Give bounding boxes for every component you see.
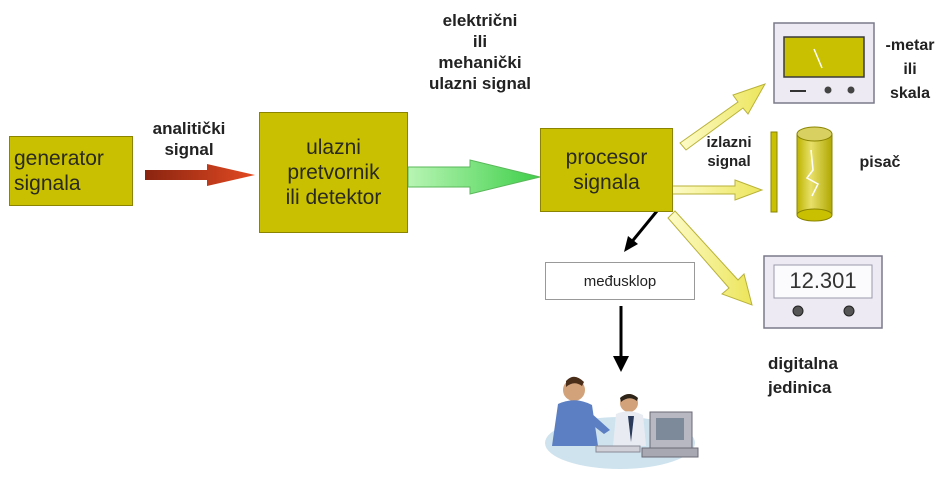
output-arrow-to-recorder xyxy=(671,179,764,201)
digital-unit-line-2: jedinica xyxy=(768,378,832,397)
arrowhead-to-user xyxy=(613,356,629,372)
input-signal-arrow xyxy=(407,159,541,195)
recorder-icon xyxy=(796,126,833,222)
recorder-label: pisač xyxy=(859,154,901,171)
output-signal-label: izlazni signal xyxy=(694,133,764,171)
generator-label-line-2: signala xyxy=(14,172,81,195)
analytical-signal-arrow xyxy=(145,164,255,186)
output-signal-bar xyxy=(770,131,778,213)
meter-icon xyxy=(773,22,875,104)
input-signal-line-2: ili xyxy=(472,32,488,51)
output-signal-line-2: signal xyxy=(707,153,751,170)
analytical-signal-line-1: analitički xyxy=(152,119,226,138)
digital-readout: 12.301 xyxy=(789,268,857,293)
output-arrow-to-meter xyxy=(679,83,767,151)
meter-label-line-2: ili xyxy=(903,61,917,78)
arrowhead-to-interface xyxy=(624,236,638,252)
processor-label-line-1: procesor xyxy=(565,146,648,169)
output-arrow-to-digital-unit xyxy=(667,210,753,306)
meter-label-line-1: -metar xyxy=(885,37,935,54)
generator-label-line-1: generator xyxy=(14,147,104,170)
processor-label-line-2: signala xyxy=(573,171,640,194)
digital-unit-line-1: digitalna xyxy=(768,354,838,373)
meter-label-line-3: skala xyxy=(889,85,931,102)
transducer-label-line-2: pretvornik xyxy=(287,161,380,184)
analytical-signal-line-2: signal xyxy=(164,140,214,159)
signal-generator-block: generator signala xyxy=(9,136,133,206)
analytical-signal-label: analitički signal xyxy=(134,118,244,160)
input-signal-line-3: mehanički xyxy=(438,53,522,72)
arrow-processor-to-interface xyxy=(628,210,659,245)
input-signal-line-1: električni xyxy=(442,11,518,30)
transducer-label-line-1: ulazni xyxy=(306,136,361,159)
interface-block: međusklop xyxy=(545,262,695,300)
output-signal-line-1: izlazni xyxy=(706,134,752,151)
user-computer-clipart-icon xyxy=(545,376,699,469)
meter-label: -metar ili skala xyxy=(877,34,943,106)
input-signal-line-4: ulazni signal xyxy=(428,74,532,93)
input-transducer-block: ulazni pretvornik ili detektor xyxy=(259,112,408,233)
transducer-label-line-3: ili detektor xyxy=(285,186,382,209)
input-signal-label: električni ili mehanički ulazni signal xyxy=(395,10,565,94)
digital-unit-label: digitalna jedinica xyxy=(768,352,868,400)
signal-processor-block: procesor signala xyxy=(540,128,673,212)
digital-unit-icon xyxy=(763,255,883,329)
